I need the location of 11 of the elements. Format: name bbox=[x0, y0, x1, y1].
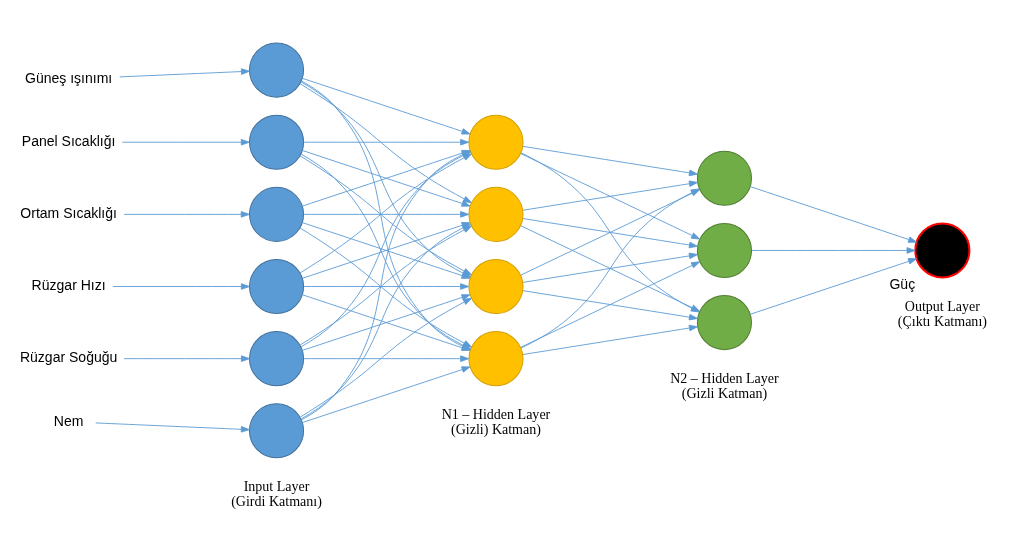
label: Input Layer (Girdi Katmanı) bbox=[230, 478, 322, 509]
node-text: Rüzgar Hızı bbox=[31, 276, 106, 293]
label: N1 – Hidden Layer (Gizli) Katman) bbox=[441, 406, 550, 437]
label: Output Layer (Çıktı Katmanı) bbox=[897, 298, 987, 329]
node-text: Ortam Sıcaklığı bbox=[19, 204, 117, 221]
node-text: Rüzgar Soğuğu bbox=[19, 348, 117, 365]
node-label: Güç bbox=[888, 275, 915, 292]
node-text: Panel Sıcaklığı bbox=[21, 132, 115, 149]
label: N2 – Hidden Layer (Gizli Katman) bbox=[669, 370, 779, 401]
node-text: Nem bbox=[53, 412, 83, 428]
node-text: Güneş ışınımı bbox=[24, 69, 112, 86]
